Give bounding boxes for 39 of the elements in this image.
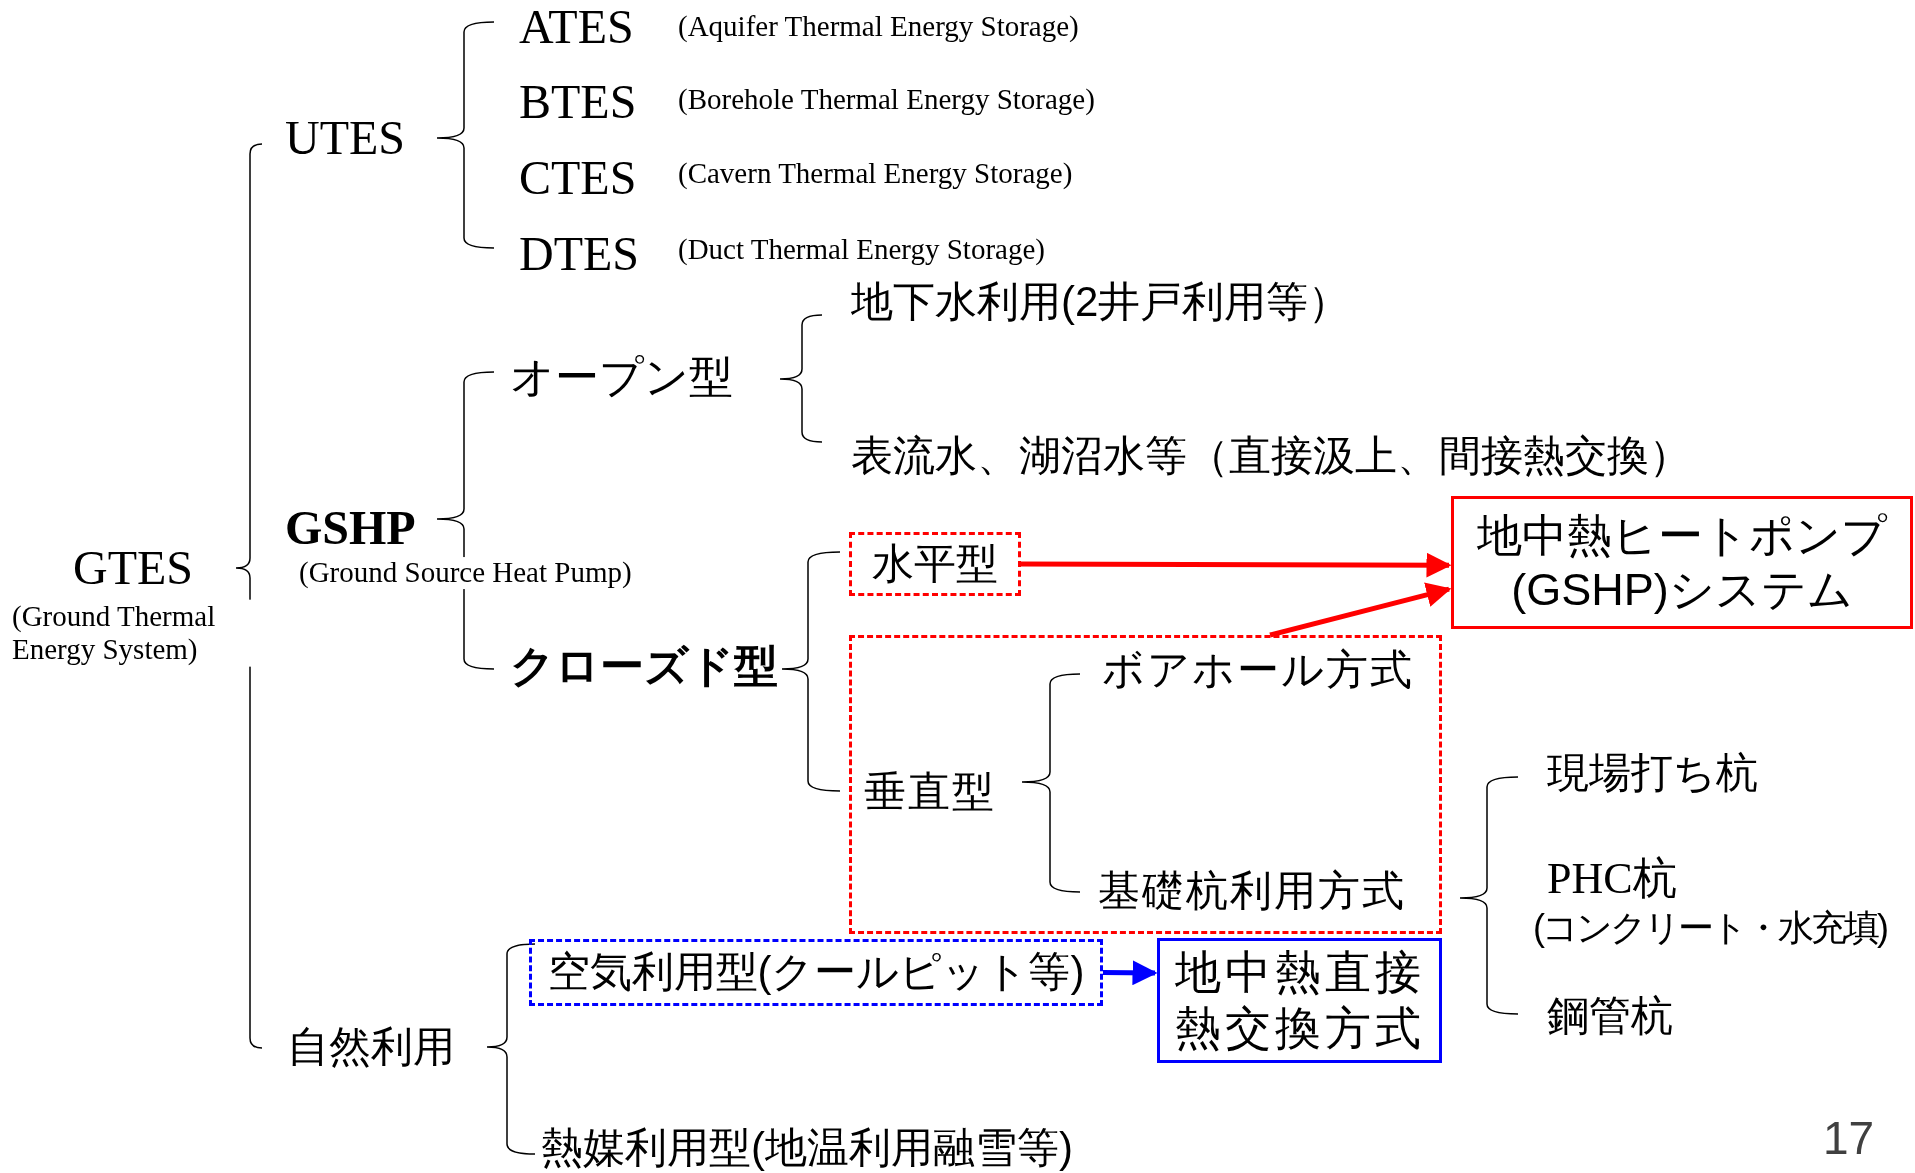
box-text: 水平型 — [872, 538, 998, 589]
arrow — [1269, 582, 1452, 638]
label: ATES — [519, 0, 634, 54]
label: 鋼管杭 — [1547, 992, 1673, 1040]
label: UTES — [285, 111, 405, 165]
page-number: 17 — [1823, 1112, 1875, 1164]
label: GSHP — [285, 501, 416, 555]
label: 表流水、湖沼水等（直接汲上、間接熱交換） — [851, 432, 1691, 480]
label: (Aquifer Thermal Energy Storage) — [678, 11, 1079, 43]
label: 地下水利用(2井戸利用等） — [851, 278, 1351, 326]
label: BTES — [519, 75, 637, 129]
label: (コンクリート・水充填) — [1533, 908, 1886, 948]
dashed-box — [529, 939, 1103, 1006]
label: (Cavern Thermal Energy Storage) — [678, 158, 1073, 190]
system-box — [1157, 938, 1442, 1063]
label: 熱媒利用型(地温利用融雪等) — [541, 1124, 1073, 1172]
label: PHC杭 — [1547, 854, 1677, 904]
label: GTES — [73, 541, 193, 595]
label: ボアホール方式 — [1102, 646, 1414, 694]
label: 自然利用 — [287, 1023, 455, 1071]
label: CTES — [519, 151, 637, 205]
box-text: 地中熱直接熱交換方式 — [1173, 945, 1426, 1056]
label: 現場打ち杭 — [1547, 749, 1758, 797]
arrow — [1021, 552, 1452, 578]
dashed-box — [849, 635, 1442, 934]
label: オープン型 — [510, 352, 733, 402]
label: (Borehole Thermal Energy Storage) — [678, 84, 1095, 116]
label: 基礎杭利用方式 — [1098, 867, 1406, 915]
arrow — [1102, 960, 1158, 986]
label: 垂直型 — [864, 768, 996, 816]
box-text: 空気利用型(クールピット等) — [547, 947, 1085, 998]
dashed-box — [849, 532, 1021, 596]
label: (Ground Thermal Energy System) — [12, 599, 252, 667]
box-text: 地中熱ヒートポンプ(GSHP)システム — [1476, 508, 1888, 617]
label: (Duct Thermal Energy Storage) — [678, 234, 1045, 266]
label: DTES — [519, 227, 639, 281]
label: クローズド型 — [510, 641, 778, 691]
system-box — [1451, 496, 1913, 629]
label: (Ground Source Heat Pump) — [299, 557, 632, 589]
